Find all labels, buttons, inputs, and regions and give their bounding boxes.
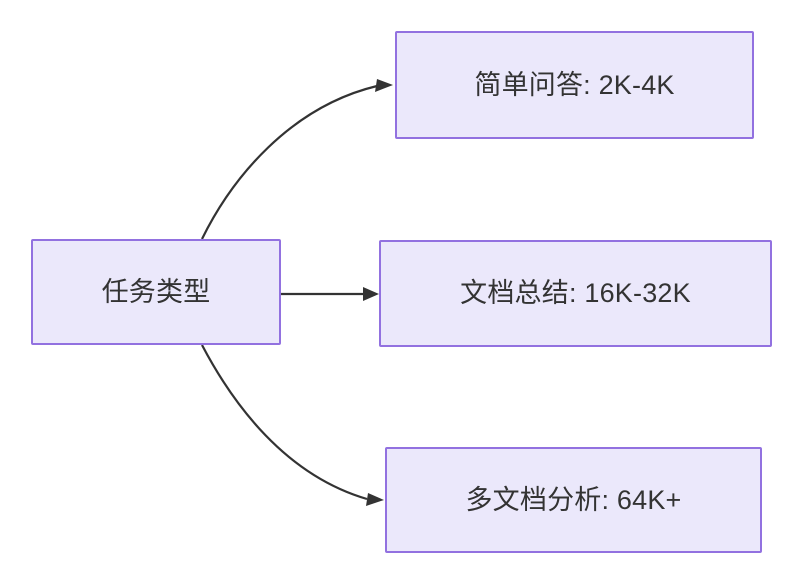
edge-1-path [201, 84, 378, 240]
node-task-type-source[interactable]: 任务类型 [31, 239, 281, 345]
edge-3-arrowhead [366, 493, 384, 506]
node-label: 文档总结: 16K-32K [460, 278, 691, 309]
node-simple-qa[interactable]: 简单问答: 2K-4K [395, 31, 754, 139]
edge-source-to-task-2 [281, 287, 379, 301]
node-label: 任务类型 [101, 276, 211, 307]
node-document-summary[interactable]: 文档总结: 16K-32K [379, 240, 772, 347]
edge-source-to-task-1 [201, 79, 393, 240]
edge-1-arrowhead [375, 79, 393, 92]
edge-3-path [201, 344, 368, 501]
edge-2-arrowhead [363, 287, 379, 301]
node-label: 简单问答: 2K-4K [474, 69, 675, 100]
node-multi-document-analysis[interactable]: 多文档分析: 64K+ [385, 447, 762, 553]
node-label: 多文档分析: 64K+ [465, 484, 682, 515]
edge-source-to-task-3 [201, 344, 384, 506]
